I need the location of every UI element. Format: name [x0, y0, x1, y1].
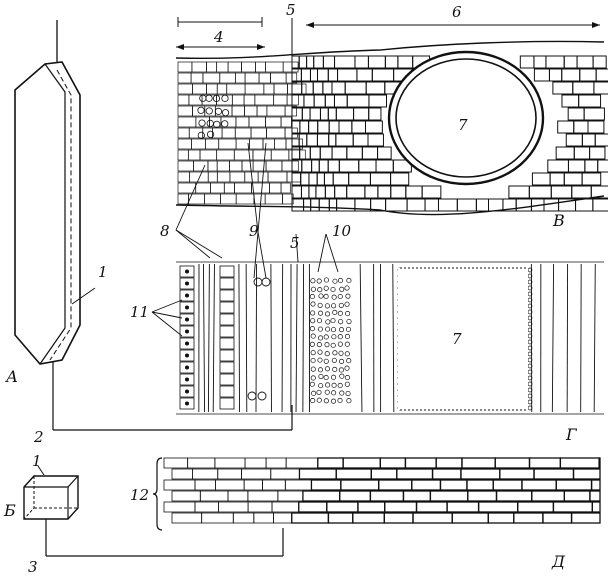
labels: А Б В Г Д 1 1 2 3 4 5 5 6 7 7 8 9 10 11 …: [3, 1, 578, 576]
panel-label-v: В: [552, 211, 565, 230]
label-9: 9: [249, 222, 259, 240]
label-12: 12: [130, 486, 149, 504]
label-8: 8: [160, 222, 170, 240]
brace-12: [152, 457, 163, 531]
panel-label-g: Г: [565, 425, 578, 444]
label-1-top: 1: [98, 263, 108, 281]
label-6: 6: [452, 3, 462, 21]
section-d: [152, 457, 601, 531]
label-1-bottom: 1: [32, 452, 42, 470]
label-7-top: 7: [458, 116, 468, 134]
label-10: 10: [332, 222, 352, 240]
label-3: 3: [28, 558, 38, 576]
section-v: [175, 17, 608, 216]
specimen-a-dashed-plane: [49, 69, 72, 361]
panel-label-b: Б: [3, 501, 16, 520]
cube-top-edge: [67, 475, 79, 488]
label-2: 2: [33, 428, 44, 446]
section-g: [151, 142, 604, 415]
specimen-a-outline: [14, 61, 81, 365]
leader-1-top: [71, 287, 96, 305]
section-v-cells: [175, 40, 608, 216]
panel-label-d: Д: [551, 552, 566, 571]
section-d-cells: [163, 457, 601, 524]
label-5-mid: 5: [290, 234, 300, 252]
section-v-top-edge: [175, 40, 605, 60]
specimen-b: [23, 465, 284, 557]
specimen-a-edge: [39, 63, 66, 365]
resin-canal-radial: [398, 268, 528, 410]
resin-canal-outer: [387, 50, 545, 186]
leaders-g: [151, 142, 339, 337]
leader-1-bottom: [37, 465, 45, 476]
section-g-cells: [176, 261, 604, 415]
label-4: 4: [213, 28, 224, 46]
label-11: 11: [130, 303, 149, 321]
panel-label-a: А: [5, 367, 18, 386]
cube-outline: [23, 475, 79, 520]
resin-canal-lumen: [395, 58, 537, 178]
cube-front-edge: [24, 486, 69, 519]
label-5-top: 5: [286, 1, 296, 19]
label-7-mid: 7: [452, 330, 462, 348]
section-v-bottom-edge: [175, 195, 605, 216]
specimen-a: [14, 20, 293, 431]
